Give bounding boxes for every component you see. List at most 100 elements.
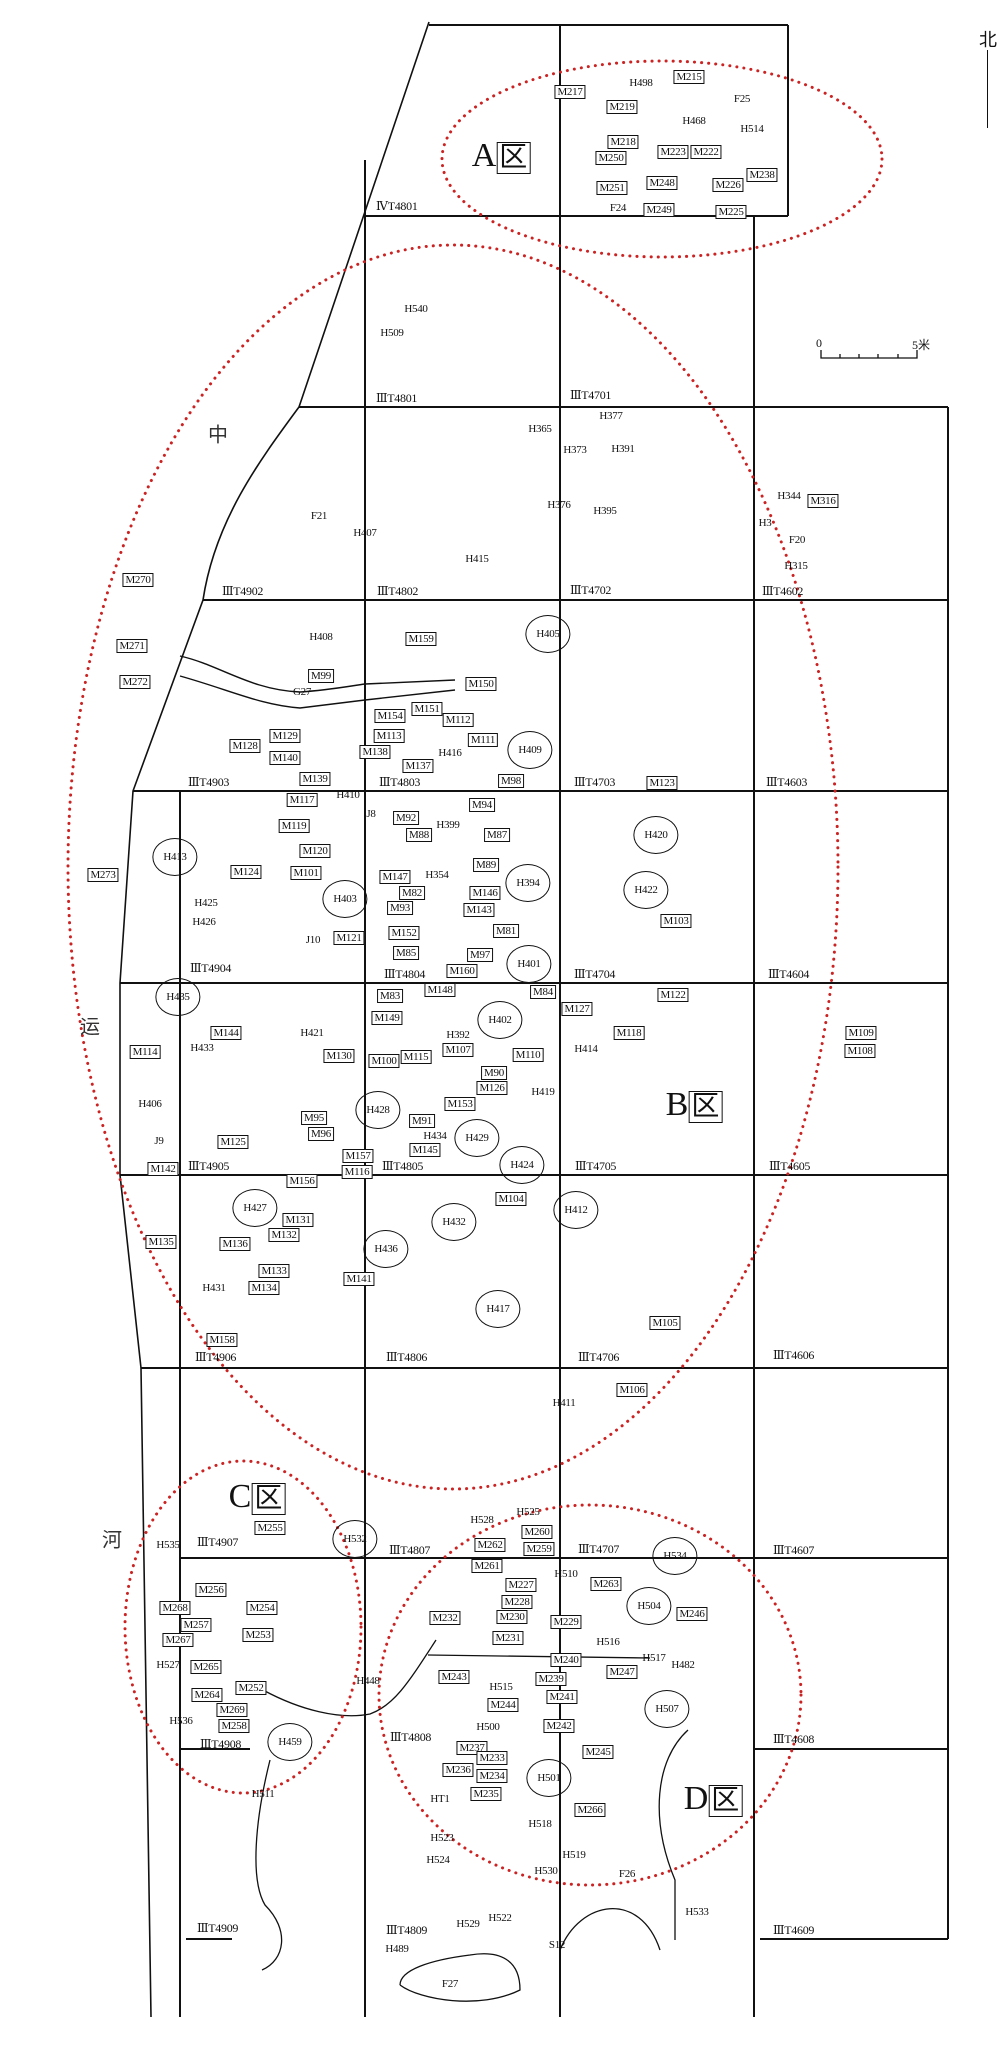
pit-label: H515 <box>489 1681 513 1693</box>
tomb-label: M245 <box>582 1745 614 1759</box>
pit-label: H532 <box>332 1520 378 1558</box>
pit-label: H529 <box>456 1918 480 1930</box>
tomb-label: M236 <box>442 1763 474 1777</box>
tomb-label: M219 <box>606 100 638 114</box>
feature-label: S12 <box>548 1939 566 1951</box>
tomb-label: M126 <box>476 1081 508 1095</box>
tomb-label: M241 <box>546 1690 578 1704</box>
tomb-label: M153 <box>444 1097 476 1111</box>
tomb-label: M267 <box>162 1633 194 1647</box>
pit-label: H507 <box>644 1690 690 1728</box>
feature-label: F27 <box>441 1978 459 1990</box>
tomb-label: M101 <box>290 866 322 880</box>
pit-label: H3 <box>758 517 772 529</box>
tomb-label: M263 <box>590 1577 622 1591</box>
zone-letter: B <box>665 1086 689 1123</box>
tomb-label: M107 <box>442 1043 474 1057</box>
tomb-label: M243 <box>438 1670 470 1684</box>
pit-label: H377 <box>599 410 623 422</box>
pit-label: H373 <box>563 444 587 456</box>
pit-label: H408 <box>309 631 333 643</box>
grid-square-label: ⅢT4706 <box>578 1350 620 1364</box>
tomb-label: M244 <box>487 1698 519 1712</box>
grid-square-label: ⅢT4809 <box>386 1923 428 1937</box>
pit-label: H432 <box>431 1203 477 1241</box>
tomb-label: M249 <box>643 203 675 217</box>
grid-square-label: ⅢT4905 <box>188 1159 230 1173</box>
pit-label: H401 <box>506 945 552 983</box>
river-text-3: 河 <box>102 1529 122 1552</box>
pit-label: HT1 <box>430 1793 450 1805</box>
tomb-label: M160 <box>446 964 478 978</box>
pit-label: H434 <box>423 1130 447 1142</box>
pit-label: H448 <box>356 1675 380 1687</box>
tomb-label: M104 <box>495 1192 527 1206</box>
tomb-label: M222 <box>690 145 722 159</box>
ditch-g27-line <box>179 675 456 709</box>
pit-label: H427 <box>232 1189 278 1227</box>
tomb-label: M97 <box>467 948 493 962</box>
pit-label: H422 <box>623 871 669 909</box>
tomb-label: M90 <box>481 1066 507 1080</box>
grid-square-label: ⅢT4803 <box>379 775 421 789</box>
pit-label: H522 <box>488 1912 512 1924</box>
pit-label: H406 <box>138 1098 162 1110</box>
tomb-label: M227 <box>505 1578 537 1592</box>
grid-square-label: ⅢT4808 <box>390 1730 432 1744</box>
river-text-1: 中 <box>208 424 228 447</box>
ditch-g27-line <box>179 655 456 693</box>
pit-label: H428 <box>355 1091 401 1129</box>
grid-square-label: ⅢT4609 <box>773 1923 815 1937</box>
tomb-label: M140 <box>269 751 301 765</box>
grid-square-label: ⅢT4604 <box>768 967 810 981</box>
pit-label: H354 <box>425 869 449 881</box>
pit-label: H399 <box>436 819 460 831</box>
tomb-label: M139 <box>299 772 331 786</box>
tomb-label: M98 <box>498 774 524 788</box>
tomb-label: M117 <box>286 793 318 807</box>
tomb-label: M247 <box>606 1665 638 1679</box>
zone-suffix: 区 <box>251 1483 286 1515</box>
tomb-label: M124 <box>230 865 262 879</box>
pit-label: H420 <box>633 816 679 854</box>
tomb-label: M116 <box>341 1165 373 1179</box>
tomb-label: M159 <box>405 632 437 646</box>
tomb-label: M258 <box>218 1719 250 1733</box>
tomb-label: M129 <box>269 729 301 743</box>
tomb-label: M253 <box>242 1628 274 1642</box>
pit-label: H523 <box>430 1832 454 1844</box>
tomb-label: M238 <box>746 168 778 182</box>
grid-square-label: ⅣT4801 <box>376 199 418 213</box>
pit-label: H365 <box>528 423 552 435</box>
grid-square-label: ⅢT4703 <box>574 775 616 789</box>
tomb-label: M217 <box>554 85 586 99</box>
tomb-label: M134 <box>248 1281 280 1295</box>
pit-label: H511 <box>251 1788 275 1800</box>
pit-label: H504 <box>626 1587 672 1625</box>
grid-square-label: ⅢT4707 <box>578 1542 620 1556</box>
pit-label: H416 <box>438 747 462 759</box>
pit-label: H489 <box>385 1943 409 1955</box>
tomb-label: M83 <box>377 989 403 1003</box>
tomb-label: M131 <box>282 1213 314 1227</box>
pit-label: H514 <box>740 123 764 135</box>
pit-label: H409 <box>507 731 553 769</box>
feature-label: F21 <box>310 510 328 522</box>
grid-square-label: ⅢT4704 <box>574 967 616 981</box>
pit-label: H403 <box>322 880 368 918</box>
scale-end-label: 5米 <box>912 338 931 352</box>
pit-label: H315 <box>784 560 808 572</box>
tomb-label: M223 <box>657 145 689 159</box>
grid-square-label: ⅢT4603 <box>766 775 808 789</box>
grid-square-label: ⅢT4602 <box>762 584 804 598</box>
pit-label: H414 <box>574 1043 598 1055</box>
grid-square-label: ⅢT4701 <box>570 388 612 402</box>
pit-label: H459 <box>267 1723 313 1761</box>
tomb-label: M114 <box>129 1045 161 1059</box>
pit-label: H344 <box>777 490 801 502</box>
tomb-label: M100 <box>368 1054 400 1068</box>
tomb-label: M136 <box>219 1237 251 1251</box>
pit-label: H391 <box>611 443 635 455</box>
